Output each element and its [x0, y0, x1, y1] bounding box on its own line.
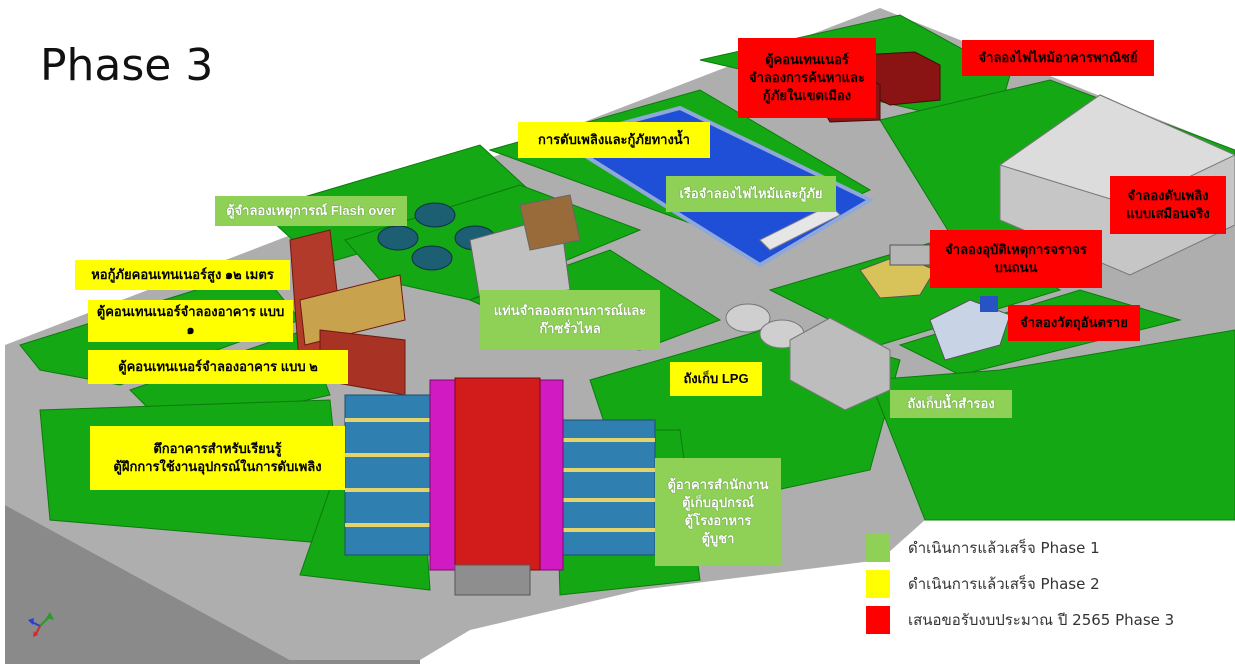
truck — [859, 244, 936, 299]
label-text: ถังเก็บ LPG — [683, 371, 749, 386]
label-gas-leak-rig: แท่นจำลองสถานการณ์และ ก๊าซรั่วไหล — [480, 290, 660, 350]
page-title: Phase 3 — [40, 40, 214, 91]
legend-swatch — [866, 534, 890, 562]
label-traffic-accident: จำลองอุบัติเหตุการจราจร บนถนน — [930, 230, 1102, 288]
label-text: กู้ภัยในเขตเมือง — [762, 88, 852, 103]
label-realistic-fire: จำลองดับเพลิง แบบเสมือนจริง — [1110, 176, 1226, 234]
label-classroom: ตึกอาคารสำหรับเรียนรู้ ตู้ฝึกการใช้งานอุ… — [90, 426, 345, 490]
legend: ดำเนินการแล้วเสร็จ Phase 1 ดำเนินการแล้ว… — [866, 530, 1174, 638]
gas-rig — [469, 194, 581, 301]
label-tower-12m: หอกู้ภัยคอนเทนเนอร์สูง ๑๒ เมตร — [75, 260, 290, 290]
label-text: ตู้เก็บอุปกรณ์ — [682, 495, 754, 510]
hazmat-structure — [929, 296, 1011, 361]
label-text: ตู้บูชา — [701, 531, 735, 546]
label-text: การดับเพลิงและกู้ภัยทางน้ำ — [538, 132, 690, 147]
label-reserve-water: ถังเก็บน้ำสำรอง — [890, 390, 1012, 418]
label-text: จำลองวัตถุอันตราย — [1020, 315, 1128, 330]
label-container-type1: ตู้คอนเทนเนอร์จำลองอาคาร แบบ ๑ — [88, 300, 293, 342]
label-text: ตู้อาคารสำนักงาน — [667, 477, 769, 492]
label-text: ตู้โรงอาหาร — [684, 513, 752, 528]
label-water-rescue: การดับเพลิงและกู้ภัยทางน้ำ — [518, 122, 710, 158]
site-edge — [5, 505, 420, 664]
label-text: ตึกอาคารสำหรับเรียนรู้ — [153, 441, 282, 456]
axis-triad-icon — [28, 612, 54, 637]
label-flash-over: ตู้จำลองเหตุการณ์ Flash over — [215, 196, 407, 226]
legend-label: ดำเนินการแล้วเสร็จ Phase 2 — [908, 575, 1100, 593]
label-text: ตู้คอนเทนเนอร์ — [765, 52, 849, 67]
legend-item-phase1: ดำเนินการแล้วเสร็จ Phase 1 — [866, 530, 1174, 566]
label-text: จำลองอุบัติเหตุการจราจร — [945, 242, 1087, 257]
label-text: ก๊าซรั่วไหล — [539, 321, 601, 336]
legend-item-phase3: เสนอขอรับงบประมาณ ปี 2565 Phase 3 — [866, 602, 1174, 638]
label-text: บนถนน — [994, 260, 1038, 275]
boat — [759, 204, 841, 251]
label-text: หอกู้ภัยคอนเทนเนอร์สูง ๑๒ เมตร — [91, 267, 274, 282]
label-text: จำลองไฟไหม้อาคารพาณิชย์ — [978, 50, 1138, 65]
legend-item-phase2: ดำเนินการแล้วเสร็จ Phase 2 — [866, 566, 1174, 602]
label-commercial-fire: จำลองไฟไหม้อาคารพาณิชย์ — [962, 40, 1154, 76]
label-text: จำลองดับเพลิง — [1127, 188, 1209, 203]
label-text: ถังเก็บน้ำสำรอง — [907, 396, 995, 411]
label-boat-sim: เรือจำลองไฟไหม้และกู้ภัย — [666, 176, 836, 212]
label-text: แบบเสมือนจริง — [1126, 206, 1210, 221]
label-text: ตู้คอนเทนเนอร์จำลองอาคาร แบบ ๑ — [96, 304, 285, 337]
label-lpg-tank: ถังเก็บ LPG — [670, 362, 762, 396]
label-text: แท่นจำลองสถานการณ์และ — [493, 303, 647, 318]
label-text: ตู้คอนเทนเนอร์จำลองอาคาร แบบ ๒ — [118, 359, 318, 374]
label-urban-search: ตู้คอนเทนเนอร์ จำลองการค้นหาและ กู้ภัยใน… — [738, 38, 876, 118]
legend-label: ดำเนินการแล้วเสร็จ Phase 1 — [908, 539, 1100, 557]
label-text: เรือจำลองไฟไหม้และกู้ภัย — [679, 186, 823, 201]
label-text: ตู้จำลองเหตุการณ์ Flash over — [226, 203, 396, 218]
legend-label: เสนอขอรับงบประมาณ ปี 2565 Phase 3 — [908, 611, 1175, 629]
legend-swatch — [866, 570, 890, 598]
label-container-type2: ตู้คอนเทนเนอร์จำลองอาคาร แบบ ๒ — [88, 350, 348, 384]
main-building — [344, 377, 656, 596]
label-text: จำลองการค้นหาและ — [749, 70, 865, 85]
label-hazmat: จำลองวัตถุอันตราย — [1008, 305, 1140, 341]
label-office-containers: ตู้อาคารสำนักงาน ตู้เก็บอุปกรณ์ ตู้โรงอา… — [655, 458, 781, 566]
label-text: ตู้ฝึกการใช้งานอุปกรณ์ในการดับเพลิง — [113, 459, 322, 474]
legend-swatch — [866, 606, 890, 634]
